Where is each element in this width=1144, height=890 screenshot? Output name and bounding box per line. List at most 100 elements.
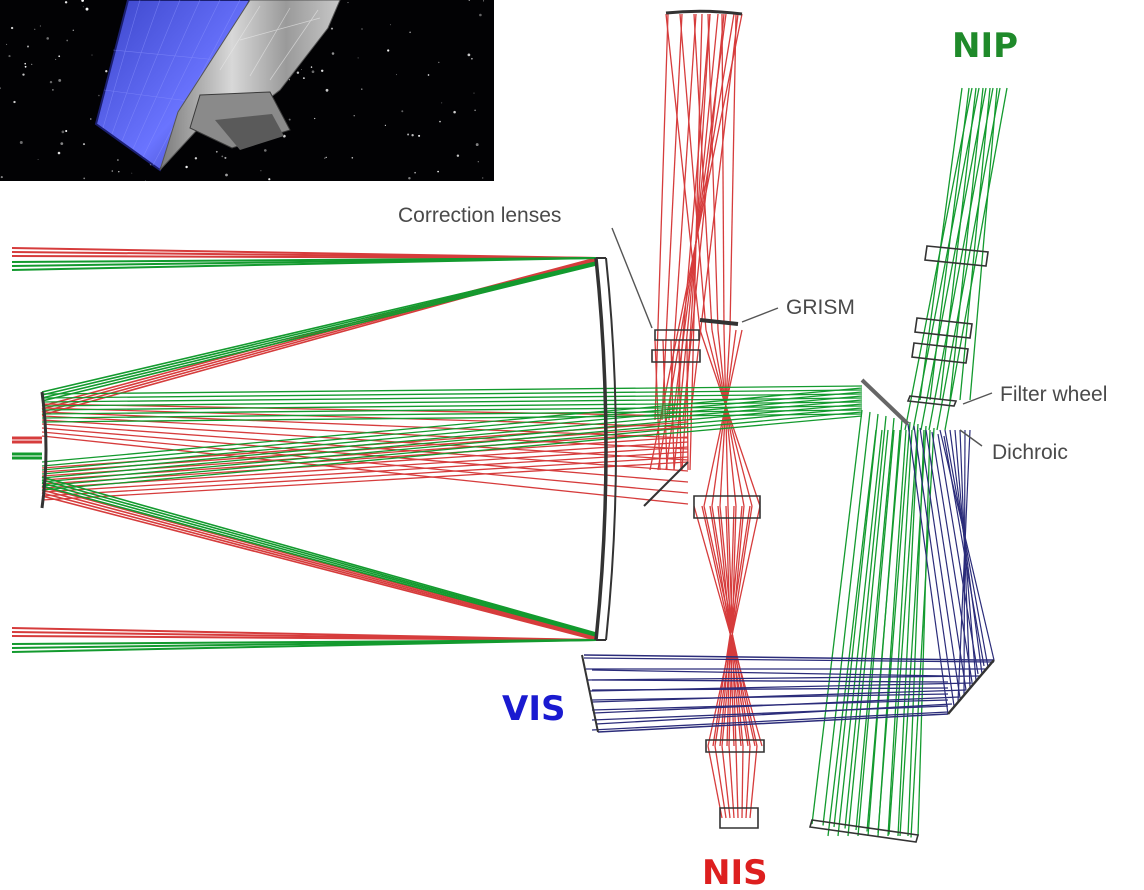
vis-label: VIS — [502, 689, 565, 729]
green-ray — [41, 415, 863, 491]
star — [477, 161, 479, 163]
star — [296, 71, 300, 74]
star — [13, 100, 16, 104]
star — [331, 52, 335, 55]
leader-lines — [611, 227, 993, 447]
star — [260, 170, 262, 172]
red-ray — [699, 329, 761, 507]
star — [314, 117, 316, 120]
green-beam-bundle — [11, 87, 1008, 838]
green-ray — [41, 261, 597, 393]
green-ray — [912, 87, 980, 431]
red-ray — [668, 13, 697, 421]
star — [27, 45, 29, 48]
red-ray — [41, 451, 689, 493]
star — [438, 61, 440, 64]
blue-ray — [943, 435, 985, 667]
star — [330, 27, 334, 30]
red-ray — [686, 339, 689, 471]
red-ray — [705, 329, 753, 507]
blue-ray — [939, 429, 995, 661]
star — [131, 172, 133, 174]
star — [437, 170, 439, 173]
grism-label: GRISM — [786, 296, 855, 319]
star — [57, 151, 61, 155]
green-ray — [41, 262, 597, 396]
star — [90, 118, 92, 120]
nis-lenses — [693, 495, 765, 829]
star — [407, 133, 410, 136]
star — [288, 118, 291, 121]
star — [58, 78, 62, 82]
star — [24, 65, 27, 68]
blue-ray — [597, 713, 949, 733]
green-ray — [41, 409, 863, 419]
star — [55, 58, 57, 60]
star — [0, 87, 1, 90]
red-ray — [41, 419, 689, 461]
red-ray — [707, 13, 719, 331]
green-ray — [877, 421, 911, 834]
red-beam-bundle — [11, 13, 763, 819]
green-ray — [41, 391, 863, 467]
star — [408, 176, 411, 180]
primary-mirror — [594, 257, 608, 641]
green-ray — [888, 423, 919, 835]
green-ray — [41, 482, 597, 636]
star — [224, 156, 227, 159]
optical-elements — [40, 9, 995, 843]
star — [325, 88, 329, 92]
blue-ray — [583, 654, 994, 661]
star — [31, 63, 33, 66]
star — [418, 134, 421, 137]
red-ray — [41, 461, 689, 501]
blue-ray — [591, 689, 967, 703]
green-ray — [41, 399, 863, 475]
star — [221, 155, 224, 158]
star — [118, 171, 120, 173]
star — [49, 80, 53, 84]
green-ray — [41, 393, 863, 403]
red-ray — [711, 329, 745, 507]
star — [414, 171, 416, 174]
star — [427, 74, 430, 76]
blue-ray — [957, 429, 971, 703]
red-ray — [654, 13, 669, 421]
star — [34, 28, 36, 30]
star — [389, 24, 392, 26]
blue-ray — [591, 687, 949, 691]
green-ray — [41, 407, 863, 483]
star — [411, 134, 414, 137]
star — [320, 69, 324, 73]
star — [194, 157, 198, 160]
blue-ray — [593, 696, 960, 714]
green-ray — [41, 479, 597, 635]
red-ray — [721, 13, 725, 331]
green-ray — [936, 87, 1001, 431]
blue-ray — [595, 703, 953, 725]
red-ray — [41, 427, 689, 483]
star — [401, 110, 404, 113]
star — [439, 120, 441, 123]
red-ray — [675, 13, 711, 421]
green-ray — [41, 413, 863, 423]
red-ray — [703, 329, 743, 507]
red-ray — [41, 486, 597, 638]
green-ray — [939, 87, 977, 401]
red-ray — [719, 329, 731, 507]
green-ray — [41, 485, 597, 637]
star — [361, 88, 363, 90]
green-ray — [41, 387, 863, 463]
star — [61, 130, 65, 134]
red-ray — [11, 635, 597, 641]
star — [185, 165, 188, 169]
green-ray — [41, 385, 863, 395]
star — [483, 0, 485, 2]
red-ray — [41, 495, 597, 641]
spacecraft-icon — [94, 0, 341, 172]
nip-lenses — [808, 245, 989, 843]
green-ray — [11, 639, 597, 653]
star — [111, 170, 114, 172]
green-ray — [867, 429, 901, 837]
